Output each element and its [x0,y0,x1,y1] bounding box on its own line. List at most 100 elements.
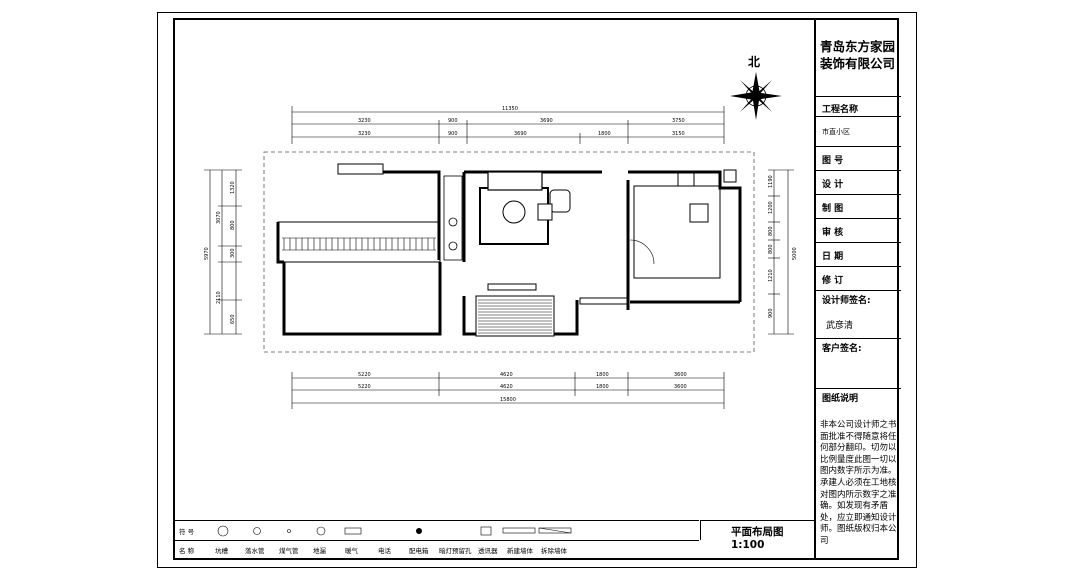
date-row: 日 期 [816,242,901,266]
dim-left-5: 650 [230,314,236,324]
distribution-box-icon [416,528,422,534]
dim-right-5: 900 [768,308,774,318]
dim-bot-r2-3: 3600 [674,384,687,390]
dim-left-3: 300 [230,248,236,258]
right-dimensions [768,169,794,335]
north-arrow-icon [730,72,782,120]
legend-item-7: 暗灯预留孔 [439,547,472,555]
pit-icon [217,525,229,537]
demolish-wall-hatch [538,527,572,534]
legend-name-label: 名 称 [179,547,195,555]
dim-right-3: 800 [768,244,774,254]
door-swing [629,239,655,265]
dim-bot-r2-0: 5220 [358,384,371,390]
symbol-legend: 符 号 名 称 坑槽 落水管 煤气管 地漏 暖气 电话 配电箱 暗灯预留孔 透讯… [173,520,699,560]
cabinet-hatching [282,237,436,251]
draft-row: 制 图 [816,194,901,218]
client-sign-row: 客户签名: [816,338,901,388]
legend-divider [173,540,699,541]
dim-top-r1-3: 3750 [672,118,685,124]
project-name-value-row: 市直小区 [816,116,901,146]
north-label: 北 [748,54,760,69]
dim-top-r2-4: 3150 [672,131,685,137]
basin-icon [448,241,458,251]
dim-bot-total: 15800 [500,397,516,403]
revision-row: 修 订 [816,266,901,290]
title-block: 工程名称 市直小区 图 号 设 计 制 图 审 核 日 期 修 订 设计师签名:… [814,18,901,560]
staircase [475,295,555,337]
bedroom-desk [689,203,709,223]
cabinet-slats [283,238,435,250]
entry-cabinet [579,297,629,305]
armchair-icon [549,189,571,213]
legend-item-2: 煤气管 [279,547,299,555]
gas-pipe-icon [287,529,291,533]
dim-left-2: 800 [230,220,236,230]
intercom-icon [480,526,492,536]
project-name-label-row: 工程名称 [816,96,901,116]
drawing-notes: 非本公司设计师之书面批准不得随意将任何部分翻印。切勿以比例量度此图一切以图内数字… [820,420,897,546]
stair-treads [478,299,552,334]
dim-left-0: 1320 [230,181,236,194]
demolish-wall-icon [538,527,572,534]
dim-right-0: 1190 [768,175,774,188]
legend-item-9: 新建墙体 [507,547,533,555]
dim-bot-r1-3: 3600 [674,372,687,378]
bottom-dimensions [291,372,725,409]
designer-name: 武彦清 [826,321,854,331]
ac-unit [723,169,737,183]
legend-item-1: 落水管 [245,547,265,555]
dim-top-r2-2: 3690 [514,131,527,137]
dim-bot-r2-2: 1800 [596,384,609,390]
dim-top-r1-2: 3690 [540,118,553,124]
floor-drain-icon [316,526,326,536]
plan-title: 平面布局图 1:100 [700,520,814,551]
exterior-walls [276,170,742,336]
dim-top-r2-1: 900 [448,131,458,137]
armchair-icon [537,203,553,221]
drain-pipe-icon [253,527,261,535]
legend-item-8: 透讯器 [478,547,498,555]
new-wall-icon [502,527,536,534]
drawing-no-row: 图 号 [816,146,901,170]
window-frame [677,171,695,187]
dim-top-r1-1: 900 [448,118,458,124]
dim-left-1: 3070 [216,211,222,224]
outer-frame [157,12,917,568]
legend-symbol-label: 符 号 [179,528,195,536]
dim-right-1: 1200 [768,201,774,214]
top-dimensions [291,106,725,144]
dim-bot-r1-0: 5220 [358,372,371,378]
company-name: 青岛东方家园 装饰有限公司 [820,39,896,71]
legend-item-5: 电话 [378,547,391,555]
dim-bot-r2-1: 4620 [500,384,513,390]
left-dimensions [204,169,242,335]
dim-left-total: 5970 [204,247,210,260]
drawing-border [173,18,899,560]
designer-sign-row: 设计师签名: 武彦清 [816,290,901,338]
built-in-cabinet [277,221,441,263]
review-row: 审 核 [816,218,901,242]
toilet-icon [448,217,458,227]
dim-right-total: 5000 [792,247,798,260]
notes-row: 图纸说明 [816,388,901,560]
dim-bot-r1-1: 4620 [500,372,513,378]
legend-symbols [217,525,572,537]
legend-item-10: 拆除墙体 [541,547,567,555]
sofa-icon [487,171,543,191]
legend-item-4: 暖气 [345,547,358,555]
dim-bot-r1-2: 1800 [596,372,609,378]
stair-rail [487,283,537,291]
bathroom [443,175,463,261]
dim-top-r1-0: 3230 [358,118,371,124]
radiator-icon [344,527,362,535]
dim-top-r2-3: 1800 [598,131,611,137]
legend-item-3: 地漏 [313,547,326,555]
design-row: 设 计 [816,170,901,194]
site-boundary [263,151,755,353]
dim-top-r2-0: 3230 [358,131,371,137]
legend-item-0: 坑槽 [215,547,228,555]
coffee-table [502,200,526,224]
legend-item-6: 配电箱 [409,547,429,555]
